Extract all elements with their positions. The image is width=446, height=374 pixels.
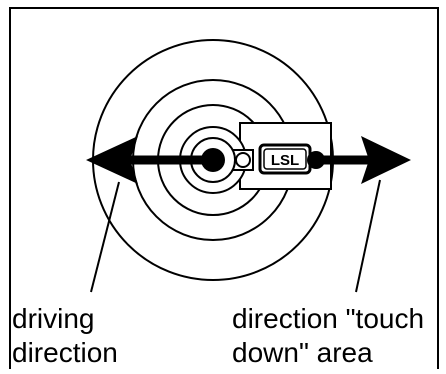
driving-direction-label-line-1: driving <box>12 303 95 334</box>
driving-direction-leader <box>90 181 120 293</box>
lsl-logo-text: LSL <box>271 152 299 169</box>
touch-down-label-line-2: down" area <box>232 337 373 368</box>
touch-down-leader <box>355 179 381 293</box>
touch-down-arrow <box>307 136 411 184</box>
touch-down-label-line-1: direction "touch <box>232 303 425 334</box>
frame <box>9 7 439 369</box>
lsl-logo: LSL <box>258 143 312 175</box>
driving-direction-label: driving direction <box>12 302 118 370</box>
touch-down-label: direction "touch down" area <box>232 302 424 370</box>
driving-direction-arrow <box>86 136 223 184</box>
driving-direction-label-line-2: direction <box>12 337 118 368</box>
